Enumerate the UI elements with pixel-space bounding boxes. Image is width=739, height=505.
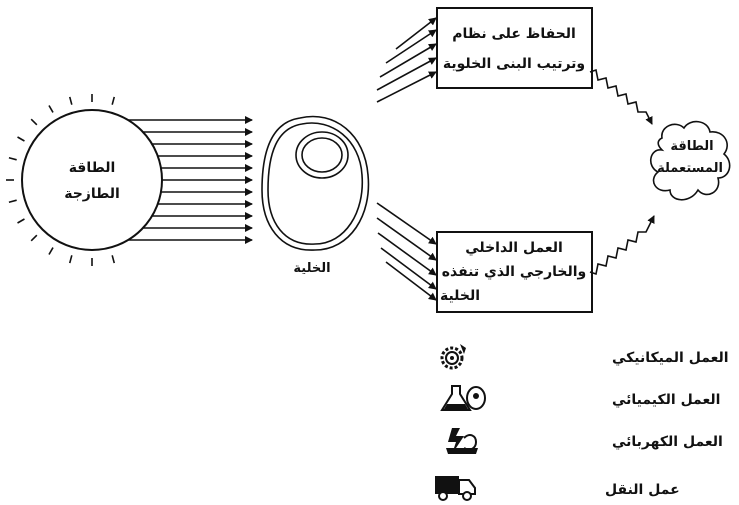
sun-ray bbox=[9, 158, 17, 160]
sun-ray bbox=[9, 200, 17, 202]
sun-ray bbox=[70, 97, 72, 105]
flask-icon bbox=[442, 386, 485, 410]
cell-nucleus bbox=[296, 132, 348, 178]
fresh-energy-label-1: الطاقة bbox=[69, 160, 116, 176]
fresh-energy-circle bbox=[22, 110, 162, 250]
used-energy-label-1: الطاقة bbox=[670, 139, 713, 154]
cell-to-work-arrows bbox=[377, 203, 436, 300]
sun-ray bbox=[18, 137, 25, 141]
sun-ray bbox=[70, 255, 72, 263]
sun-ray bbox=[49, 106, 53, 113]
cell-membrane bbox=[262, 117, 368, 251]
order-box bbox=[437, 8, 592, 88]
cell-nucleus-inner bbox=[302, 138, 342, 172]
fresh-energy-label-2: الطازجة bbox=[64, 186, 120, 202]
legend-chemical-label: العمل الكيميائي bbox=[612, 392, 720, 408]
sun-ray bbox=[18, 219, 25, 223]
work-arrow bbox=[386, 262, 436, 300]
order-to-used-energy-arrow bbox=[590, 70, 652, 124]
cell-label: الخلية bbox=[293, 261, 330, 276]
lightning-icon bbox=[446, 428, 478, 454]
legend-transport-label: عمل النقل bbox=[605, 482, 680, 498]
legend-electrical-label: العمل الكهربائي bbox=[612, 434, 723, 450]
legend-mechanical-label: العمل الميكانيكي bbox=[612, 350, 729, 366]
truck-icon bbox=[435, 476, 475, 500]
sun-ray bbox=[49, 248, 53, 255]
cell-membrane-inner bbox=[268, 123, 362, 244]
used-energy-label-2: المستعملة bbox=[657, 161, 723, 176]
work-box-line-1: العمل الداخلي bbox=[465, 240, 563, 256]
work-box-line-2: والخارجي الذي تنفذه bbox=[442, 264, 587, 281]
sun-ray bbox=[31, 119, 37, 125]
cell-to-order-arrows bbox=[377, 18, 436, 102]
sun-ray bbox=[112, 255, 114, 263]
order-box-line-2: وترتيب البنى الخلوية bbox=[443, 56, 585, 72]
order-box-line-1: الحفاظ على نظام bbox=[452, 26, 576, 42]
legend: العمل الميكانيكي العمل الكيميائي العمل ا… bbox=[435, 344, 729, 500]
order-arrow bbox=[377, 72, 436, 102]
gear-icon bbox=[442, 344, 466, 368]
sun-ray bbox=[112, 97, 114, 105]
work-box-line-3: الخلية bbox=[440, 288, 480, 304]
work-to-used-energy-arrow bbox=[590, 216, 654, 274]
sun-ray bbox=[31, 235, 37, 241]
